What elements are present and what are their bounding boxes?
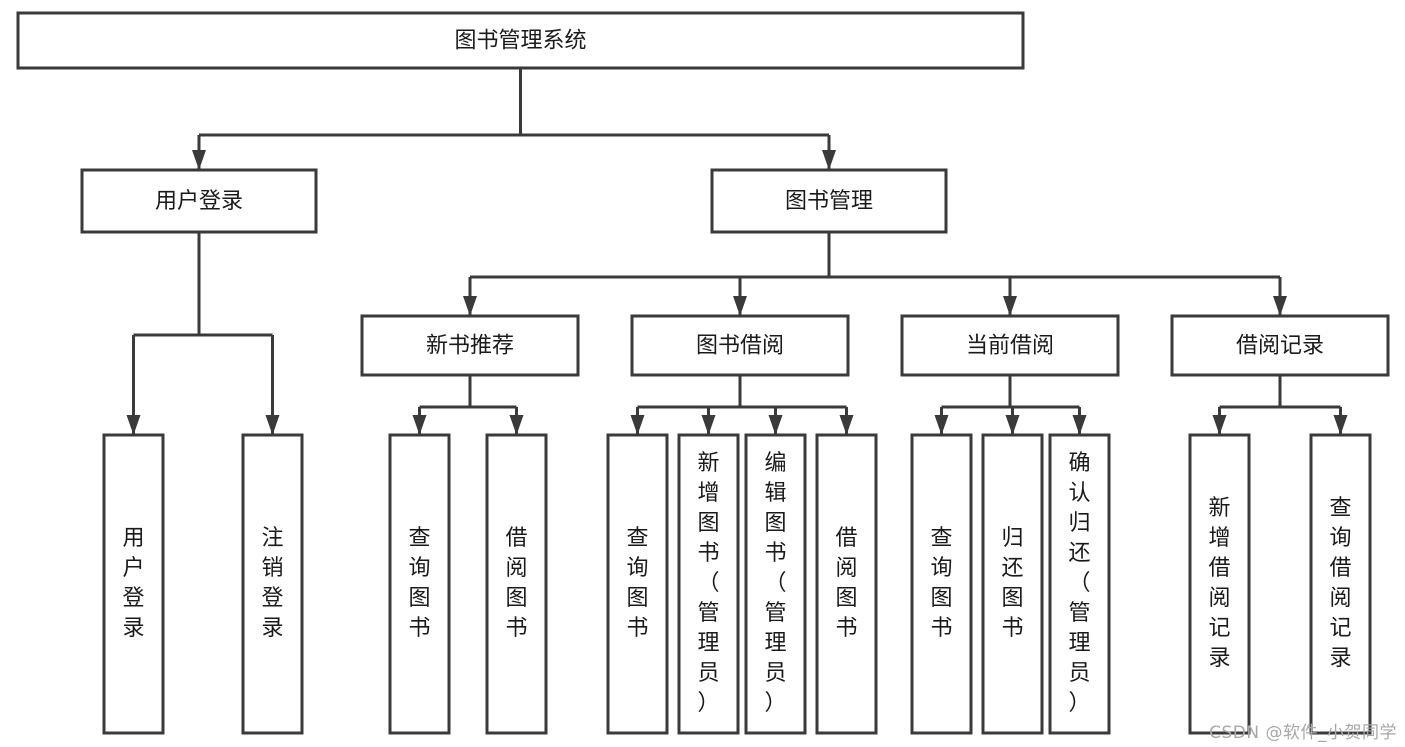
node-label-book-manage: 图书管理 [785,189,873,214]
node-leaf-edit-book[interactable]: 编辑图书（管理员） [744,433,807,735]
node-borrow-record[interactable]: 借阅记录 [1170,314,1390,377]
node-box-book-borrow[interactable] [630,314,850,377]
arrow-head-icon [839,415,854,435]
node-leaf-borrow-book-rec[interactable]: 借阅图书 [485,433,548,735]
node-leaf-return-book[interactable]: 归还图书 [981,433,1044,735]
node-box-leaf-add-book[interactable] [677,433,740,735]
node-box-leaf-add-record[interactable] [1188,433,1251,735]
node-leaf-borrow-book-bor[interactable]: 借阅图书 [815,433,878,735]
node-label-leaf-borrow-book-rec: 借阅图书 [505,526,527,641]
node-label-leaf-confirm-return: 确认归还（管理员） [1068,451,1090,716]
node-leaf-user-login[interactable]: 用户登录 [102,433,165,735]
node-book-manage[interactable]: 图书管理 [710,168,948,234]
node-leaf-query-book-bor[interactable]: 查询图书 [606,433,669,735]
node-box-user-login[interactable] [80,168,318,234]
arrow-head-icon [822,150,836,170]
arrow-head-icon [768,415,783,435]
node-label-new-book-rec: 新书推荐 [426,334,514,359]
node-label-leaf-add-record: 新增借阅记录 [1208,496,1230,671]
node-leaf-query-book-cur[interactable]: 查询图书 [910,433,973,735]
node-box-new-book-rec[interactable] [360,314,580,377]
arrow-head-icon [192,150,206,170]
arrow-head-icon [1273,296,1287,316]
node-box-leaf-edit-book[interactable] [744,433,807,735]
node-label-user-login: 用户登录 [155,189,243,214]
node-label-leaf-user-login: 用户登录 [122,526,144,641]
arrow-head-icon [630,415,645,435]
node-box-leaf-query-book-rec[interactable] [388,433,451,735]
node-box-leaf-query-book-cur[interactable] [910,433,973,735]
arrow-head-icon [1333,415,1348,435]
node-label-leaf-logout: 注销登录 [261,526,283,641]
node-box-leaf-return-book[interactable] [981,433,1044,735]
node-box-book-manage[interactable] [710,168,948,234]
arrow-head-icon [701,415,716,435]
connector-layer [126,68,1348,435]
node-book-borrow[interactable]: 图书借阅 [630,314,850,377]
arrow-head-icon [934,415,949,435]
node-leaf-query-book-rec[interactable]: 查询图书 [388,433,451,735]
arrow-head-icon [1072,415,1087,435]
node-box-leaf-confirm-return[interactable] [1048,433,1111,735]
node-label-current-borrow: 当前借阅 [966,334,1054,359]
node-leaf-add-book[interactable]: 新增图书（管理员） [677,433,740,735]
node-label-leaf-add-book: 新增图书（管理员） [697,451,719,716]
node-box-leaf-borrow-book-bor[interactable] [815,433,878,735]
arrow-head-icon [1005,415,1020,435]
arrow-head-icon [412,415,427,435]
node-box-borrow-record[interactable] [1170,314,1390,377]
node-label-borrow-record: 借阅记录 [1236,334,1324,359]
node-leaf-confirm-return[interactable]: 确认归还（管理员） [1048,433,1111,735]
node-box-leaf-user-login[interactable] [102,433,165,735]
node-box-leaf-query-book-bor[interactable] [606,433,669,735]
node-root[interactable]: 图书管理系统 [16,11,1025,70]
node-label-leaf-query-book-cur: 查询图书 [930,526,952,641]
arrow-head-icon [1003,296,1017,316]
arrow-head-icon [733,296,747,316]
node-label-leaf-return-book: 归还图书 [1001,526,1023,641]
node-leaf-query-record[interactable]: 查询借阅记录 [1309,433,1372,735]
arrow-head-icon [463,296,477,316]
arrow-head-icon [509,415,524,435]
node-new-book-rec[interactable]: 新书推荐 [360,314,580,377]
node-box-leaf-logout[interactable] [241,433,304,735]
arrow-head-icon [265,415,280,435]
arrow-head-icon [126,415,141,435]
node-label-leaf-query-book-rec: 查询图书 [408,526,430,641]
node-label-leaf-borrow-book-bor: 借阅图书 [835,526,857,641]
node-user-login[interactable]: 用户登录 [80,168,318,234]
node-label-leaf-query-book-bor: 查询图书 [626,526,648,641]
node-leaf-add-record[interactable]: 新增借阅记录 [1188,433,1251,735]
node-box-current-borrow[interactable] [900,314,1120,377]
node-label-book-borrow: 图书借阅 [696,334,784,359]
node-leaf-logout[interactable]: 注销登录 [241,433,304,735]
node-label-root: 图书管理系统 [454,29,586,54]
node-box-root[interactable] [16,11,1025,70]
node-box-leaf-query-record[interactable] [1309,433,1372,735]
node-box-leaf-borrow-book-rec[interactable] [485,433,548,735]
node-current-borrow[interactable]: 当前借阅 [900,314,1120,377]
arrow-head-icon [1212,415,1227,435]
node-layer: 图书管理系统用户登录图书管理新书推荐图书借阅当前借阅借阅记录用户登录注销登录查询… [16,11,1390,735]
node-label-leaf-edit-book: 编辑图书（管理员） [764,451,786,716]
node-label-leaf-query-record: 查询借阅记录 [1329,496,1351,671]
